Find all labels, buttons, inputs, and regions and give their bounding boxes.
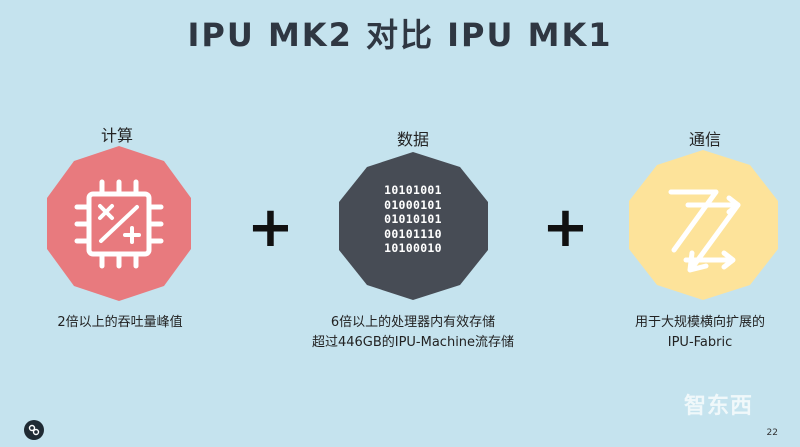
data-polygon	[339, 152, 488, 300]
compute-label: 计算	[100, 126, 133, 145]
binary-row: 01000101	[384, 197, 442, 212]
data-description: 6倍以上的处理器内有效存储 超过446GB的IPU-Machine流存储	[283, 313, 543, 353]
binary-row: 10101001	[384, 183, 442, 197]
communication-polygon	[629, 150, 778, 300]
binary-row: 01010101	[384, 212, 442, 226]
company-logo-icon	[24, 420, 44, 440]
binary-row: 00101110	[384, 226, 442, 241]
communication-description-line: IPU-Fabric	[667, 335, 733, 350]
fabric-arrows-icon	[668, 189, 741, 273]
data-description-line: 超过446GB的IPU-Machine流存储	[311, 335, 515, 350]
data-polygon-shape	[339, 152, 488, 300]
compute-description-line: 2倍以上的吞吐量峰值	[57, 315, 183, 330]
communication-polygon-shape	[629, 150, 778, 300]
compute-polygon	[47, 146, 191, 301]
data-label: 数据	[396, 130, 429, 149]
communication-description-line: 用于大规模横向扩展的	[634, 315, 765, 330]
watermark: 智东西	[684, 394, 754, 419]
plus-operator: +	[542, 195, 589, 260]
processor-chip-icon	[74, 179, 164, 269]
slide-title: IPU MK2 对比 IPU MK1	[187, 16, 613, 54]
logo-glyph	[28, 424, 40, 436]
page-number: 22	[766, 428, 778, 438]
communication-label: 通信	[688, 130, 721, 149]
compute-description: 2倍以上的吞吐量峰值	[20, 313, 220, 333]
binary-row: 10100010	[384, 241, 442, 255]
communication-description: 用于大规模横向扩展的 IPU-Fabric	[590, 313, 800, 353]
data-description-line: 6倍以上的处理器内有效存储	[330, 315, 496, 330]
binary-data-icon: 10101001 01000101 01010101 00101110 1010…	[358, 183, 468, 256]
plus-operator: +	[247, 195, 294, 260]
